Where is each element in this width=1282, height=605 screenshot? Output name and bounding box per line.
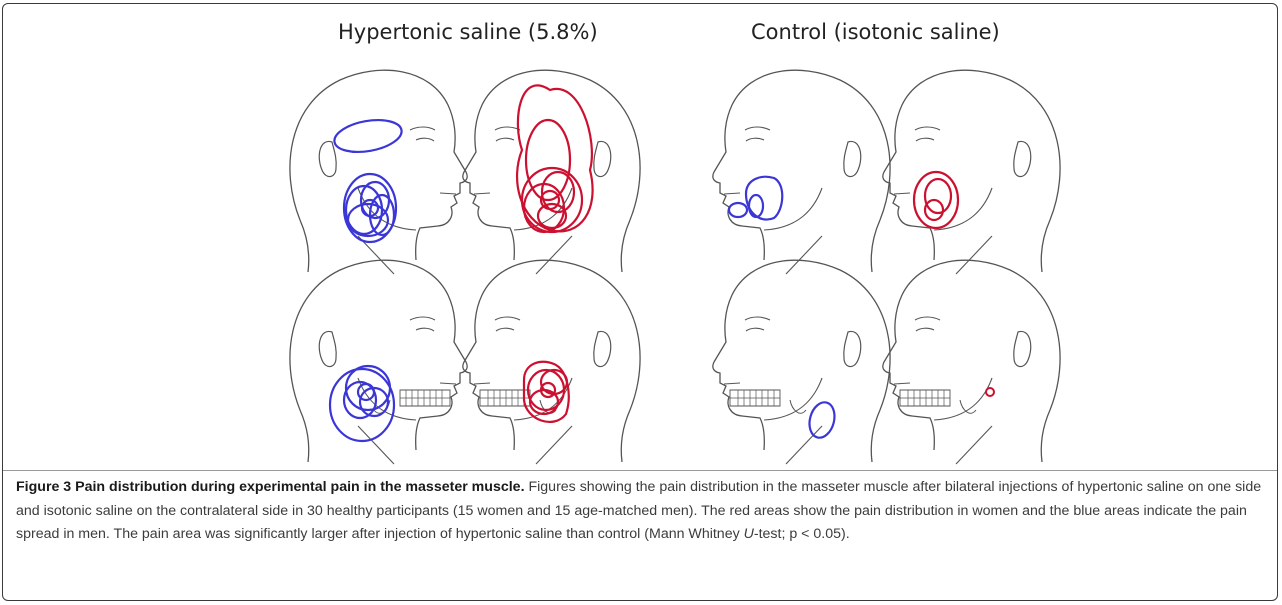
pain-area-men <box>332 115 404 242</box>
head-control-women-upper <box>860 60 1080 280</box>
head-hypertonic-women-upper <box>440 60 660 280</box>
pain-area-women <box>524 362 569 422</box>
figure-title: Pain distribution during experimental pa… <box>75 479 524 495</box>
pain-area-men <box>729 177 782 220</box>
control-column-title: Control (isotonic saline) <box>751 20 1000 44</box>
pain-area-women <box>986 388 994 396</box>
caption-body-end: -test; p < 0.05). <box>754 526 850 542</box>
pain-area-women <box>517 85 593 232</box>
figure-caption: Figure 3 Pain distribution during experi… <box>16 476 1268 547</box>
caption-divider <box>3 470 1277 471</box>
pain-area-women <box>914 172 958 228</box>
pain-area-men <box>806 400 838 441</box>
head-control-women-lower <box>860 250 1080 470</box>
hypertonic-column-title: Hypertonic saline (5.8%) <box>338 20 598 44</box>
head-hypertonic-women-lower <box>440 250 660 470</box>
caption-italic-u: U <box>744 526 754 542</box>
figure-label: Figure 3 <box>16 479 71 495</box>
